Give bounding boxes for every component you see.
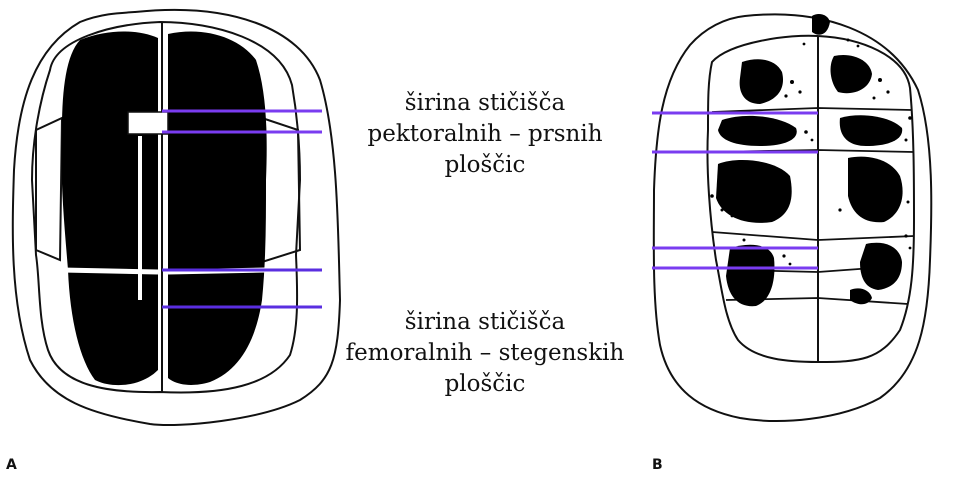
femoral-label-line-3: ploščic <box>330 369 640 400</box>
shell-a-left-lobe <box>36 118 62 260</box>
femoral-label-line-2: femoralnih – stegenskih <box>330 338 640 369</box>
shell-b-patch-2 <box>831 55 872 93</box>
panel-label-a: A <box>6 457 17 473</box>
shell-a <box>13 10 340 425</box>
shell-b-patch-7 <box>726 245 774 306</box>
shell-b <box>652 14 931 421</box>
pectoral-label-line-3: ploščic <box>330 150 640 181</box>
shell-b-patch-5 <box>716 160 792 223</box>
shell-a-right-lobe <box>262 118 300 262</box>
shell-b-patch-9 <box>850 288 872 304</box>
femoral-label: širina stičišča femoralnih – stegenskih … <box>330 307 640 400</box>
shell-b-patch-4 <box>840 115 902 146</box>
shell-b-patch-6 <box>848 157 903 223</box>
shell-b-seam-1 <box>712 108 912 112</box>
pectoral-label-line-1: širina stičišča <box>330 88 640 119</box>
femoral-label-line-1: širina stičišča <box>330 307 640 338</box>
shell-a-right-blotch <box>168 32 267 385</box>
shell-b-patch-10 <box>812 14 830 35</box>
shell-b-patch-1 <box>740 59 783 104</box>
panel-label-b: B <box>652 457 663 473</box>
shell-b-seam-3 <box>712 232 914 240</box>
shell-b-patch-8 <box>860 243 902 290</box>
shell-a-left-blotch <box>61 32 158 386</box>
pectoral-label: širina stičišča pektoralnih – prsnih plo… <box>330 88 640 181</box>
shell-b-patch-3 <box>718 116 797 146</box>
pectoral-label-line-2: pektoralnih – prsnih <box>330 119 640 150</box>
shell-a-seam-2 <box>62 270 158 272</box>
